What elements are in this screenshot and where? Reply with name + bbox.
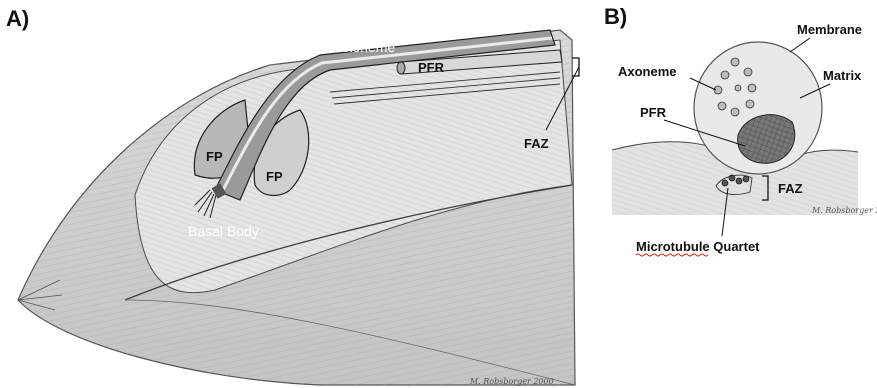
label-faz-b: FAZ	[778, 181, 803, 196]
panel-b-letter: B)	[604, 4, 627, 29]
label-membrane: Membrane	[797, 22, 862, 37]
signature-a: M. Robsborger 2000	[469, 377, 554, 386]
label-matrix: Matrix	[823, 68, 862, 83]
label-fp-left: FP	[206, 149, 223, 164]
label-axoneme-b: Axoneme	[618, 64, 677, 79]
label-pfr-b: PFR	[640, 105, 667, 120]
label-faz-a: FAZ	[524, 136, 549, 151]
label-fp-right: FP	[266, 169, 283, 184]
label-microtubule-quartet: Microtubule Quartet	[636, 239, 760, 254]
panel-a-letter: A)	[6, 6, 29, 31]
signature-b: M. Robsborger 2000	[811, 206, 877, 215]
label-basal-body: Basal Body	[188, 223, 259, 239]
panel-a: A)	[6, 6, 579, 386]
leader-membrane	[790, 38, 810, 52]
panel-b: B)	[604, 4, 877, 256]
label-pfr-a: PFR	[418, 60, 445, 75]
spellcheck-underline	[636, 254, 708, 256]
label-axoneme-a: Axoneme	[336, 39, 395, 55]
